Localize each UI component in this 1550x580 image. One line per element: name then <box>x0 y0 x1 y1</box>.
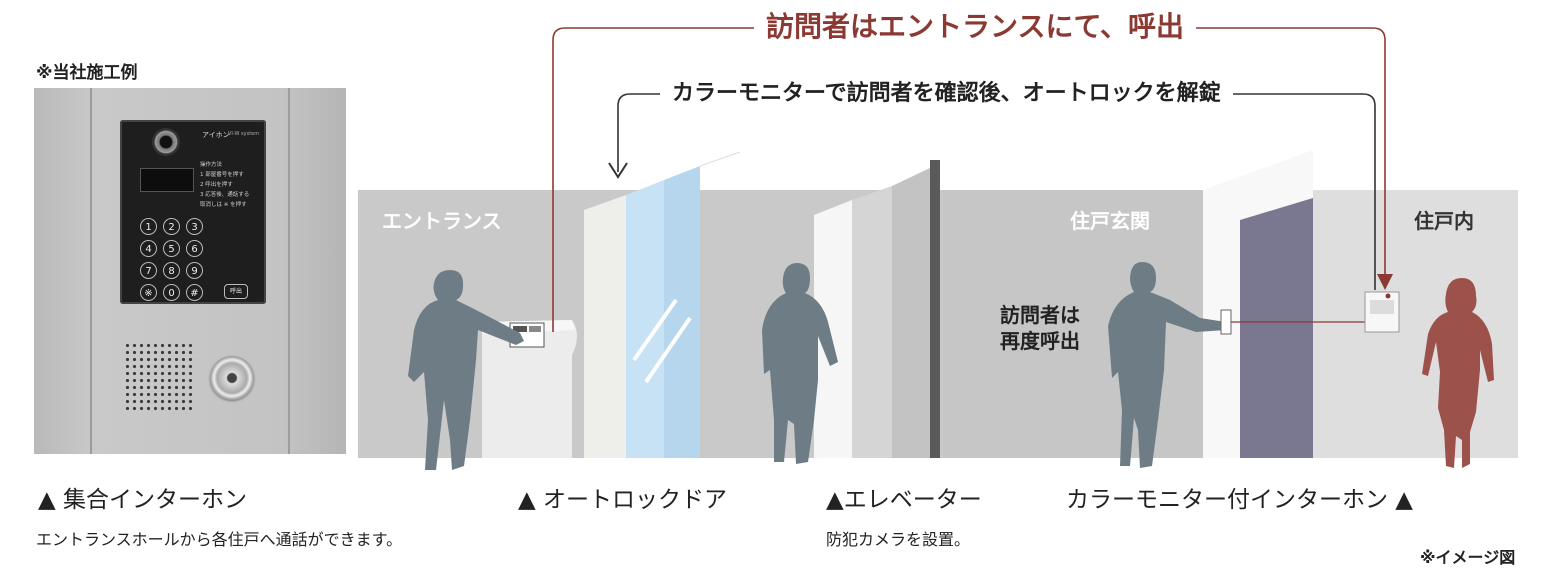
glass-shine <box>632 298 678 362</box>
keypad-key-hash[interactable]: # <box>186 284 203 301</box>
key-lock-icon <box>210 356 254 400</box>
call-key[interactable]: 呼出 <box>224 284 248 299</box>
example-note: ※当社施工例 <box>36 63 138 83</box>
elevator-frame <box>814 200 852 458</box>
instruction-line: 操作方法 <box>200 162 223 168</box>
collective-intercom-caption: ▲ 集合インターホン <box>38 487 247 513</box>
keypad-key-3[interactable]: 3 <box>186 218 203 235</box>
intercom-photo: アイホン VI-W system 操作方法 1 部屋番号を押す 2 呼出を押す … <box>34 88 346 454</box>
unlock-flow-label: カラーモニターで訪問者を確認後、オートロックを解錠 <box>660 78 1233 110</box>
panel-seam-right <box>288 88 290 454</box>
keypad-key-6[interactable]: 6 <box>186 240 203 257</box>
auto-lock-door-caption: ▲ オートロックドア <box>518 487 727 513</box>
front-door <box>1240 198 1313 458</box>
intercom-model: VI-W system <box>228 131 260 137</box>
panel-seam-left <box>90 88 92 454</box>
call-arrowhead <box>1377 274 1393 290</box>
intercom-display <box>140 168 194 192</box>
recall-label: 訪問者は 再度呼出 <box>1000 303 1080 353</box>
keypad-key-5[interactable]: 5 <box>163 240 180 257</box>
instruction-line: 1 部屋番号を押す <box>200 172 244 178</box>
keypad-key-4[interactable]: 4 <box>140 240 157 257</box>
visitor-figure-entrance <box>408 270 524 470</box>
intercom-brand: アイホン <box>202 131 230 139</box>
glass-door-left <box>626 180 664 458</box>
resident-figure <box>1422 278 1494 468</box>
instruction-line: 3 応答後、通話する <box>200 192 250 198</box>
speaker-grille <box>124 342 196 412</box>
zone-label-front-door: 住戸玄関 <box>1070 209 1150 233</box>
image-note: ※イメージ図 <box>1420 548 1516 567</box>
glass-door-right <box>664 166 700 458</box>
keypad-key-1[interactable]: 1 <box>140 218 157 235</box>
collective-intercom-subcaption: エントランスホールから各住戸へ通話ができます。 <box>36 530 403 549</box>
monitor-intercom-caption: カラーモニター付インターホン ▲ <box>1066 487 1413 513</box>
keypad-key-0[interactable]: 0 <box>163 284 180 301</box>
door-frame <box>584 195 626 458</box>
elevator-edge <box>930 160 940 458</box>
zone-label-entrance: エントランス <box>382 209 502 233</box>
keypad-key-cancel[interactable]: ※ <box>140 284 157 301</box>
door-intercom <box>1220 309 1232 335</box>
elevator-subcaption: 防犯カメラを設置。 <box>826 530 971 549</box>
keypad-key-8[interactable]: 8 <box>163 262 180 279</box>
keypad: 1 2 3 4 5 6 7 8 9 ※ 0 # <box>140 218 220 301</box>
intercom-unit: アイホン VI-W system 操作方法 1 部屋番号を押す 2 呼出を押す … <box>120 120 266 304</box>
zone-label-inside: 住戸内 <box>1414 209 1474 233</box>
visitor-figure-door <box>1108 262 1226 468</box>
keypad-key-9[interactable]: 9 <box>186 262 203 279</box>
intercom-podium <box>482 320 577 458</box>
keypad-key-7[interactable]: 7 <box>140 262 157 279</box>
camera-lens-icon <box>152 128 180 156</box>
keypad-key-2[interactable]: 2 <box>163 218 180 235</box>
instruction-line: 取消しは ※ を押す <box>200 202 247 208</box>
elevator-door <box>852 186 892 458</box>
call-flow-label: 訪問者はエントランスにて、呼出 <box>754 9 1197 45</box>
visitor-figure-elevator <box>762 263 838 464</box>
intercom-instructions: 操作方法 1 部屋番号を押す 2 呼出を押す 3 応答後、通話する 取消しは ※… <box>200 160 262 210</box>
unlock-arrowhead <box>608 162 628 179</box>
corridor-wall <box>943 190 1213 458</box>
elevator-caption: ▲エレベーター <box>826 487 982 513</box>
instruction-line: 2 呼出を押す <box>200 182 233 188</box>
